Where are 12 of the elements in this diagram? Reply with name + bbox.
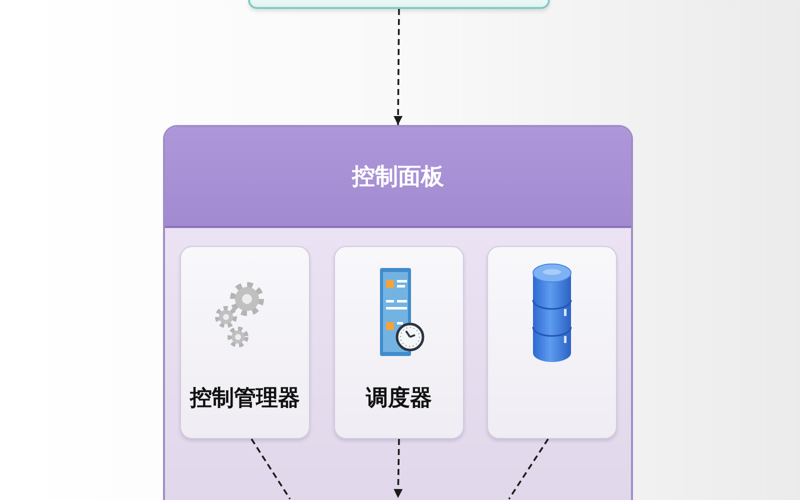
panel (163, 125, 633, 500)
component-card (180, 246, 310, 439)
component-card (334, 246, 464, 439)
connector-line (508, 438, 549, 500)
component-card (487, 246, 617, 439)
process-box (248, 0, 550, 9)
panel-header: 控制面板 (165, 127, 631, 228)
component-name: 控制管理器 (190, 386, 300, 412)
arrow (394, 9, 403, 125)
connector-line (250, 438, 291, 500)
arrow (394, 438, 403, 498)
component-name: 调度器 (366, 386, 432, 412)
